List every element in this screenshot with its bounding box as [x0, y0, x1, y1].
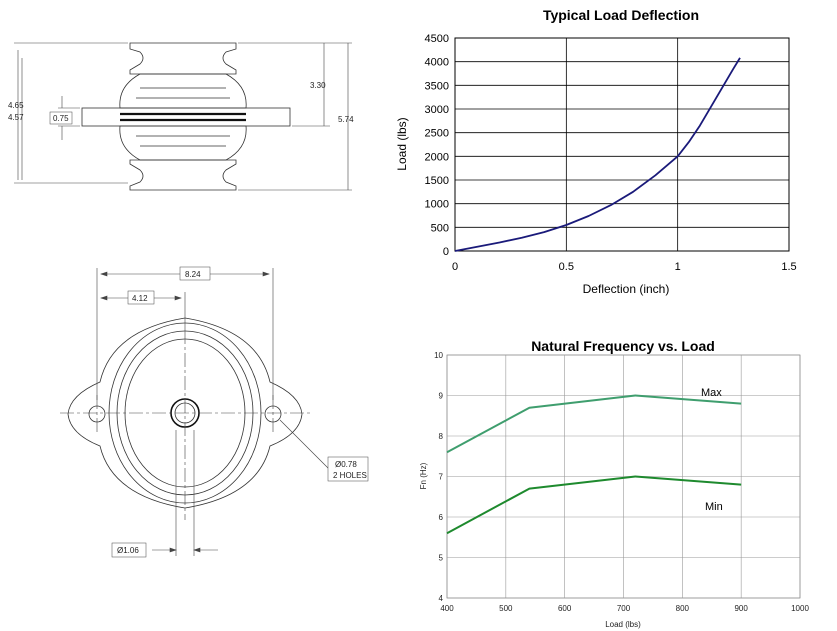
- dim-flange-thickness: 0.75: [53, 114, 69, 123]
- chart2-series: [446, 394, 742, 535]
- dim-height-inner: 4.65: [8, 101, 24, 110]
- chart1-ytick-label: 0: [443, 246, 449, 258]
- dim-hole-count: 2 HOLES: [333, 471, 367, 480]
- chart2-ticks: 4 5 6 7 8 9 10 400 500 600 700 800 900 1000: [434, 351, 809, 613]
- dim-half-width-box: [127, 290, 155, 305]
- side-view-dimensions: [14, 42, 352, 191]
- chart2-ytick-label: 10: [434, 351, 443, 360]
- dim-overall-width-box: [179, 266, 211, 281]
- chart2-ytick-label: 9: [439, 392, 444, 401]
- technical-drawing: 4.65 4.57 0.75 3.30 5.74: [8, 42, 369, 558]
- chart2-xtick-label: 600: [558, 604, 572, 613]
- chart1-ytick-label: 2000: [425, 151, 449, 163]
- chart2-xlabel: Load (lbs): [605, 620, 641, 629]
- chart2-ytick-label: 7: [439, 473, 444, 482]
- chart2-ytick-label: 6: [439, 513, 444, 522]
- chart1-ytick-label: 500: [431, 222, 449, 234]
- chart1-ytick-label: 2500: [425, 128, 449, 140]
- chart2-xtick-label: 400: [440, 604, 454, 613]
- chart1-ytick-label: 3500: [425, 80, 449, 92]
- chart2-ytick-label: 8: [439, 432, 444, 441]
- chart1-ytick-label: 1500: [425, 175, 449, 187]
- chart1-ylabel: Load (lbs): [395, 117, 409, 170]
- chart1-xtick-label: 0: [452, 261, 458, 273]
- dim-half-width: 4.12: [132, 294, 148, 303]
- chart1-xlabel: Deflection (inch): [583, 282, 670, 296]
- dim-upper-height: 3.30: [310, 81, 326, 90]
- top-view-centerlines: [60, 330, 310, 520]
- chart1-xtick-label: 1: [675, 261, 681, 273]
- dim-center-bore: Ø1.06: [117, 546, 139, 555]
- chart2-ytick-label: 5: [439, 554, 444, 563]
- dim-height-outer: 4.57: [8, 113, 24, 122]
- chart1-ytick-label: 1000: [425, 199, 449, 211]
- chart2-series-label-max: Max: [701, 387, 722, 399]
- chart2-ytick-label: 4: [439, 594, 444, 603]
- chart1-ytick-label: 4500: [425, 33, 449, 45]
- dim-hole-diameter: Ø0.78: [335, 460, 357, 469]
- chart2-xtick-label: 1000: [791, 604, 809, 613]
- chart2-xtick-label: 500: [499, 604, 513, 613]
- chart1-ytick-label: 3000: [425, 104, 449, 116]
- chart1-xtick-label: 1.5: [781, 261, 796, 273]
- chart2-ylabel: Fn (Hz): [419, 462, 428, 489]
- chart2-xtick-label: 900: [734, 604, 748, 613]
- dim-hole-box: [327, 456, 369, 482]
- chart2-grid: [446, 354, 801, 599]
- chart2-series-label-min: Min: [705, 501, 723, 513]
- chart1-series-line-0: [454, 57, 741, 252]
- chart1-series: [454, 57, 741, 252]
- dim-overall-width: 8.24: [185, 270, 201, 279]
- chart1-ytick-label: 4000: [425, 57, 449, 69]
- dim-total-height: 5.74: [338, 115, 354, 124]
- chart1-ticks: 0 500 1000 1500 2000 2500 3000 3500 4000 4500 0 0.5…: [425, 33, 797, 273]
- side-view: [81, 42, 291, 191]
- dim-flange-box: [49, 111, 73, 125]
- chart2-series-line-0: [446, 394, 742, 454]
- chart2-xtick-label: 700: [617, 604, 631, 613]
- chart2-title: Natural Frequency vs. Load: [531, 338, 715, 354]
- chart1-title: Typical Load Deflection: [543, 7, 699, 23]
- chart2-xtick-label: 800: [676, 604, 690, 613]
- chart1-grid: [454, 37, 790, 252]
- top-view-dimensions: [96, 268, 365, 556]
- chart2-series-line-1: [446, 475, 742, 535]
- dim-center-bore-box: [111, 542, 147, 558]
- chart1-xtick-label: 0.5: [559, 261, 574, 273]
